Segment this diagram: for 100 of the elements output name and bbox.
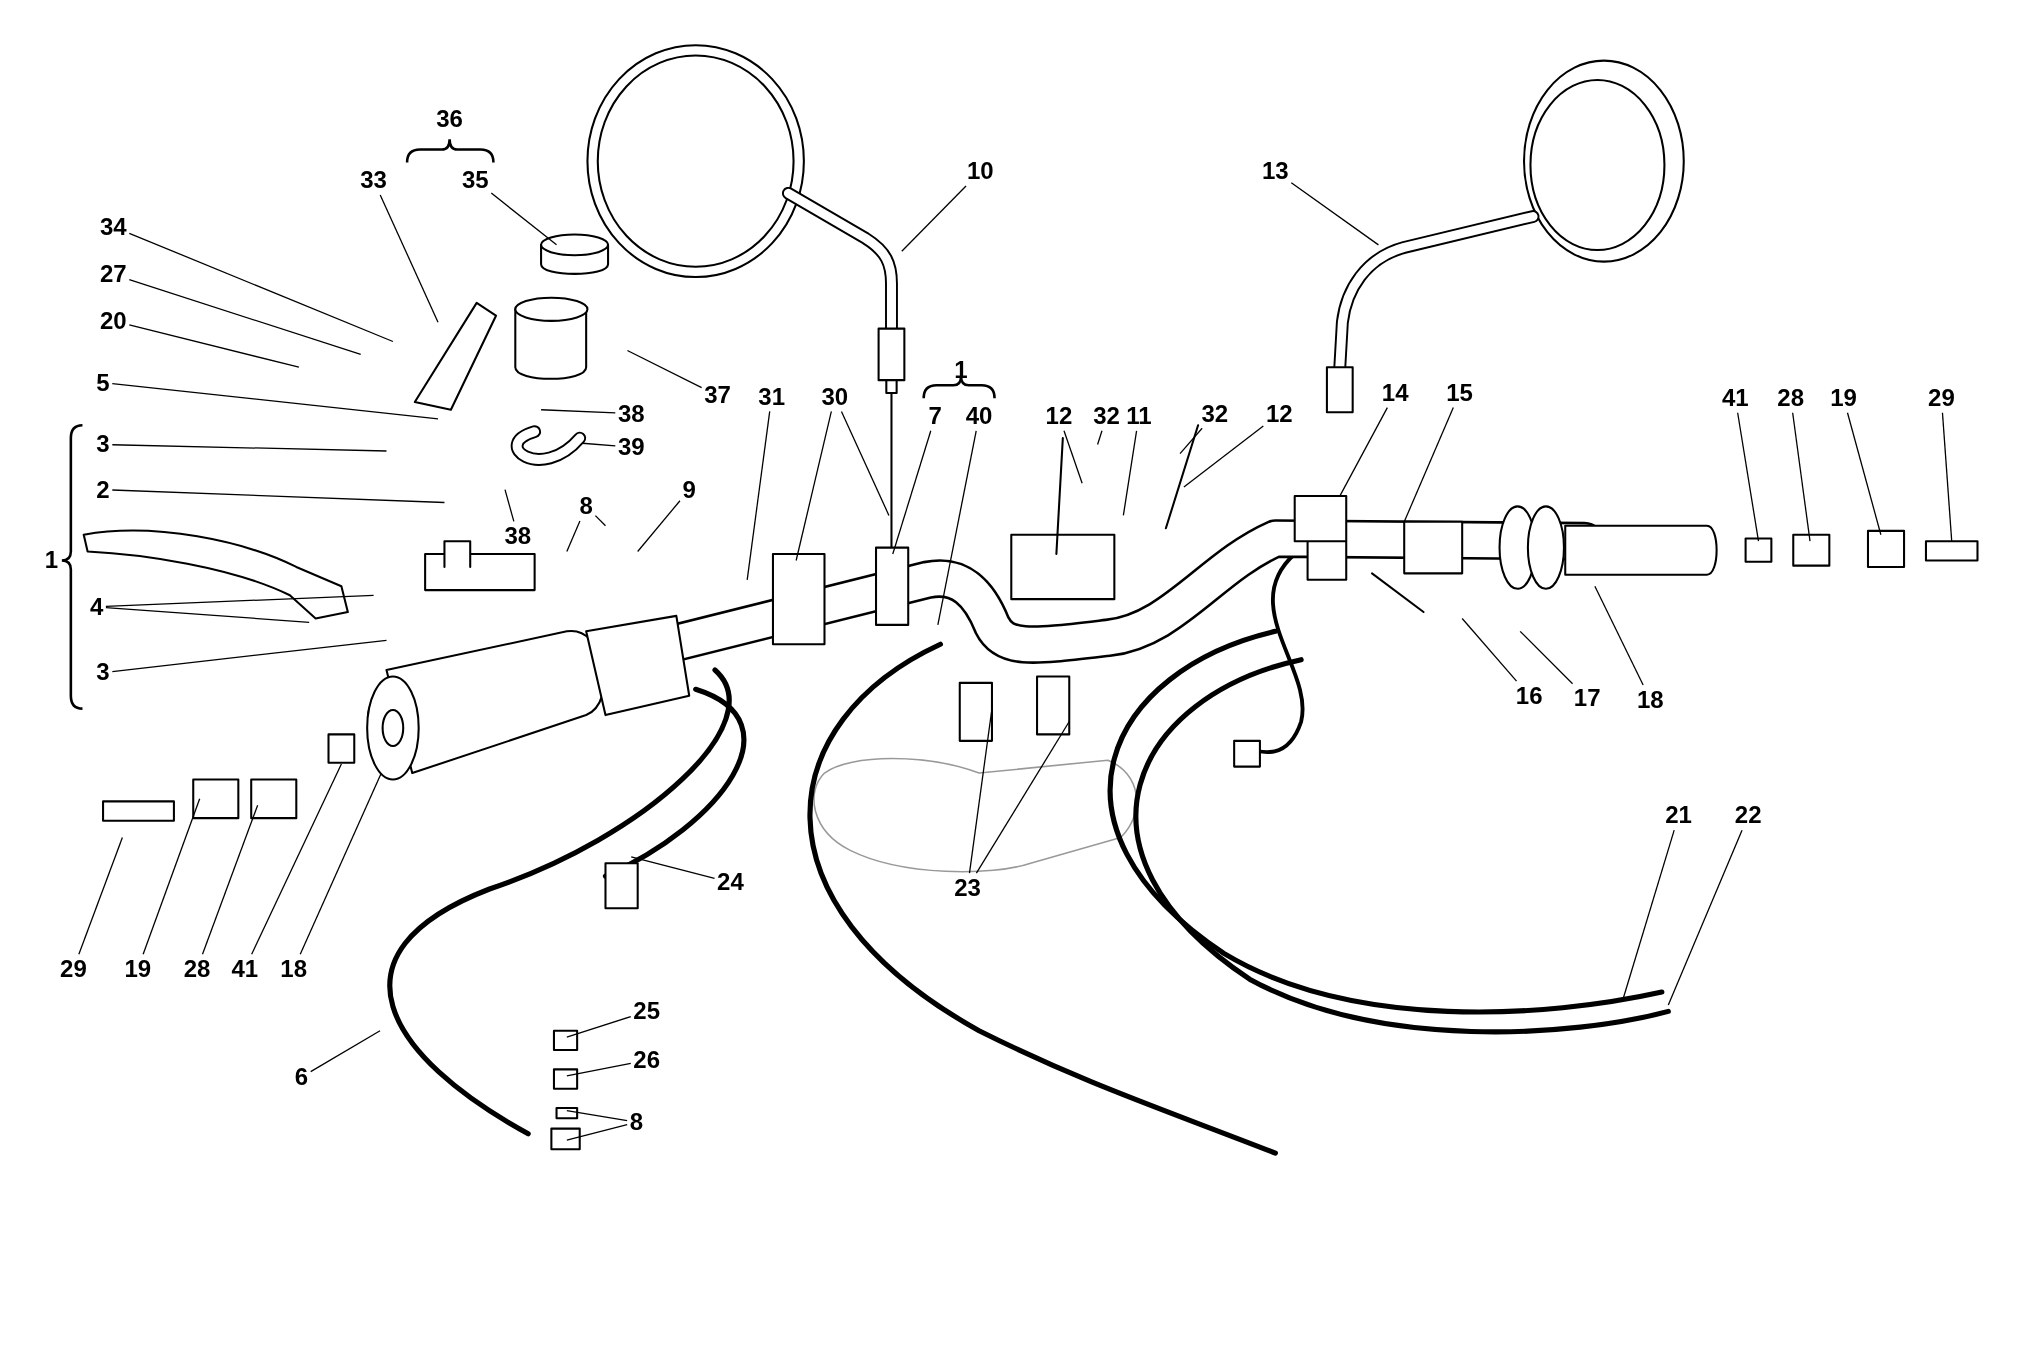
callout-number: 14 xyxy=(1381,380,1409,405)
leader-line xyxy=(111,444,388,452)
leader-line xyxy=(626,349,703,389)
callout-number: 12 xyxy=(1265,401,1293,426)
callout-number: 15 xyxy=(1446,380,1473,405)
leader-line xyxy=(540,409,616,414)
callout-number: 4 xyxy=(89,594,104,619)
callout-number: 16 xyxy=(1515,683,1543,708)
callout-number: 8 xyxy=(629,1110,644,1135)
callout-number: 35 xyxy=(462,168,489,193)
callout-number: 1 xyxy=(954,357,968,382)
callout-number: 17 xyxy=(1573,686,1601,711)
callout-number: 10 xyxy=(967,159,994,184)
leader-line xyxy=(901,185,967,252)
leader-line xyxy=(142,798,201,955)
callout-number: 9 xyxy=(682,477,696,502)
leader-line xyxy=(1339,406,1388,497)
callout-number: 3 xyxy=(96,660,110,685)
callout-number: 22 xyxy=(1734,803,1762,828)
callout-number: 1 xyxy=(44,548,59,573)
callout-number: 19 xyxy=(124,956,152,981)
leader-line xyxy=(1461,617,1518,682)
leader-line xyxy=(111,383,439,420)
callout-number: 40 xyxy=(965,404,993,429)
leader-line xyxy=(379,194,439,323)
callout-number: 26 xyxy=(633,1048,661,1073)
callout-number: 24 xyxy=(717,870,744,895)
callout-number: 2 xyxy=(96,477,110,502)
leader-line xyxy=(566,1123,628,1141)
leader-line xyxy=(1063,430,1083,484)
callout-number: 11 xyxy=(1126,404,1152,429)
leader-line xyxy=(975,720,1070,874)
callout-number: 28 xyxy=(1777,386,1805,411)
leader-line xyxy=(111,489,446,504)
callout-number: 39 xyxy=(617,435,645,459)
leader-line xyxy=(581,442,616,447)
callout-number: 3 xyxy=(96,432,110,457)
leader-line xyxy=(630,856,716,880)
leader-line xyxy=(746,410,771,581)
leader-line xyxy=(105,594,375,608)
leader-line xyxy=(594,515,607,527)
leader-line xyxy=(566,1109,628,1122)
callout-number: 29 xyxy=(1928,386,1955,411)
callout-number: 32 xyxy=(1093,404,1120,429)
callout-number: 5 xyxy=(96,370,110,395)
leader-line xyxy=(111,639,388,673)
leader-line xyxy=(128,232,394,343)
leader-line xyxy=(566,520,581,553)
callout-number: 20 xyxy=(100,308,127,333)
leader-line xyxy=(1667,829,1743,1006)
leader-line xyxy=(490,192,558,246)
callout-number: 37 xyxy=(704,383,731,408)
callout-number: 12 xyxy=(1045,404,1073,429)
leader-line xyxy=(566,1062,632,1077)
leader-line xyxy=(201,804,259,955)
leader-line xyxy=(1594,585,1644,686)
callout-number: 7 xyxy=(928,404,942,429)
leader-line xyxy=(1179,427,1203,455)
callout-number: 25 xyxy=(633,999,661,1024)
leader-line xyxy=(1941,412,1953,542)
leader-line xyxy=(1183,425,1264,488)
callout-number: 41 xyxy=(231,956,259,981)
leader-line xyxy=(1737,412,1760,542)
callout-number: 23 xyxy=(954,875,981,900)
callout-number: 36 xyxy=(436,106,463,131)
callout-number: 6 xyxy=(294,1065,309,1089)
leader-line xyxy=(1846,412,1882,536)
leader-line xyxy=(105,606,310,623)
leader-line xyxy=(1290,182,1380,246)
leader-line xyxy=(968,708,993,874)
callout-number: 29 xyxy=(60,956,87,981)
leader-line xyxy=(566,1015,632,1038)
callout-number: 21 xyxy=(1665,803,1692,828)
leader-line xyxy=(1096,430,1103,446)
callout-number: 19 xyxy=(1830,386,1857,411)
callout-number: 8 xyxy=(579,494,593,519)
leader-line xyxy=(840,410,890,517)
leader-line xyxy=(504,489,515,523)
leader-line xyxy=(637,500,681,553)
leader-line xyxy=(128,279,362,355)
callout-number: 18 xyxy=(1636,687,1664,712)
leader-line xyxy=(299,772,382,955)
callout-number: 28 xyxy=(183,956,211,981)
leader-line xyxy=(1792,412,1811,542)
callout-number: 13 xyxy=(1262,159,1289,184)
leader-line xyxy=(1403,406,1454,523)
leader-line xyxy=(892,430,932,555)
leader-line xyxy=(78,836,124,955)
leader-line xyxy=(310,1030,381,1073)
callout-number: 31 xyxy=(758,384,785,409)
callout-number: 38 xyxy=(504,523,532,548)
leader-line xyxy=(795,410,832,562)
leader-line xyxy=(128,324,300,368)
callout-number: 27 xyxy=(100,262,127,287)
leader-line xyxy=(251,763,343,955)
leader-line xyxy=(937,430,977,626)
leader-line xyxy=(1519,630,1574,685)
callout-number: 38 xyxy=(617,401,645,426)
callout-number: 18 xyxy=(280,956,308,981)
leader-line xyxy=(1122,430,1138,517)
